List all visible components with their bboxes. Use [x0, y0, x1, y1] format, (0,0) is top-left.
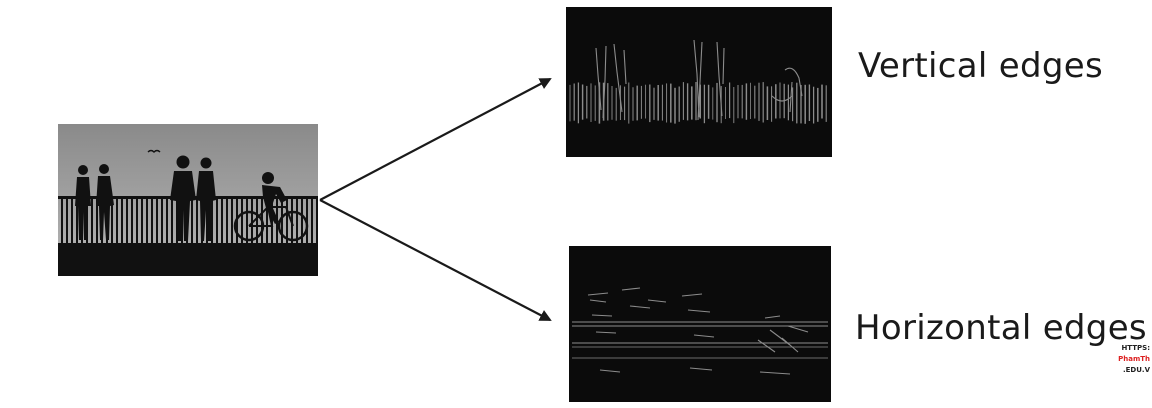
horizontal-edges-label: Horizontal edges — [855, 308, 1147, 348]
railing-bar — [266, 196, 268, 244]
watermark: HTTPS: PhamTh .EDU.V — [1118, 343, 1150, 376]
railing-bar — [156, 196, 158, 244]
railing-bar — [116, 196, 118, 244]
railing-bar — [311, 196, 313, 244]
railing-bar — [216, 196, 218, 244]
input-silhouette-photo — [58, 124, 318, 276]
person-silhouette — [196, 157, 216, 241]
person-silhouette — [170, 155, 196, 241]
cyclist-silhouette — [233, 172, 309, 242]
railing-bar — [161, 196, 163, 244]
railing-bar — [91, 196, 93, 244]
railing-bar — [231, 196, 233, 244]
horizontal-edges-output — [569, 246, 831, 402]
railing-bar — [121, 196, 123, 244]
arrow-to-horizontal — [319, 199, 552, 321]
watermark-line-1: HTTPS: — [1121, 344, 1150, 352]
railing-bar — [136, 196, 138, 244]
railing-bar — [256, 196, 258, 244]
vertical-edges-output — [566, 7, 832, 157]
railing-bar — [301, 196, 303, 244]
railing-bar — [226, 196, 228, 244]
railing-bar — [76, 196, 78, 244]
railing-bar — [221, 196, 223, 244]
railing-bar — [316, 196, 318, 244]
railing-bar — [271, 196, 273, 244]
watermark-line-3: .EDU.V — [1122, 366, 1150, 374]
railing-bar — [241, 196, 243, 244]
person-silhouette — [96, 164, 114, 240]
railing-bar — [111, 196, 113, 244]
railing-bar — [171, 196, 173, 244]
railing-bar — [66, 196, 68, 244]
railing-bar — [141, 196, 143, 244]
vertical-edge-lines — [569, 82, 827, 124]
railing-bar — [61, 196, 63, 244]
person-silhouette — [75, 165, 91, 240]
railing-bar — [196, 196, 198, 244]
railing-bar — [291, 196, 293, 244]
railing-bar — [96, 196, 98, 244]
vertical-edges-label: Vertical edges — [858, 46, 1103, 86]
railing-bar — [191, 196, 193, 244]
railing-bar — [71, 196, 73, 244]
railing-bar — [251, 196, 253, 244]
railing-bar — [296, 196, 298, 244]
railing-bar — [166, 196, 168, 244]
railing-bar — [286, 196, 288, 244]
arrow-to-vertical — [319, 78, 552, 201]
railing-bar — [131, 196, 133, 244]
railing-bar — [281, 196, 283, 244]
railing-bar — [211, 196, 213, 244]
horizontal-edge-lines — [572, 287, 828, 375]
railing-bar — [246, 196, 248, 244]
railing-bar — [126, 196, 128, 244]
vertical-edge-figures — [595, 39, 803, 121]
railing-bar — [146, 196, 148, 244]
railing-bar — [151, 196, 153, 244]
watermark-line-2: PhamTh — [1118, 355, 1150, 363]
